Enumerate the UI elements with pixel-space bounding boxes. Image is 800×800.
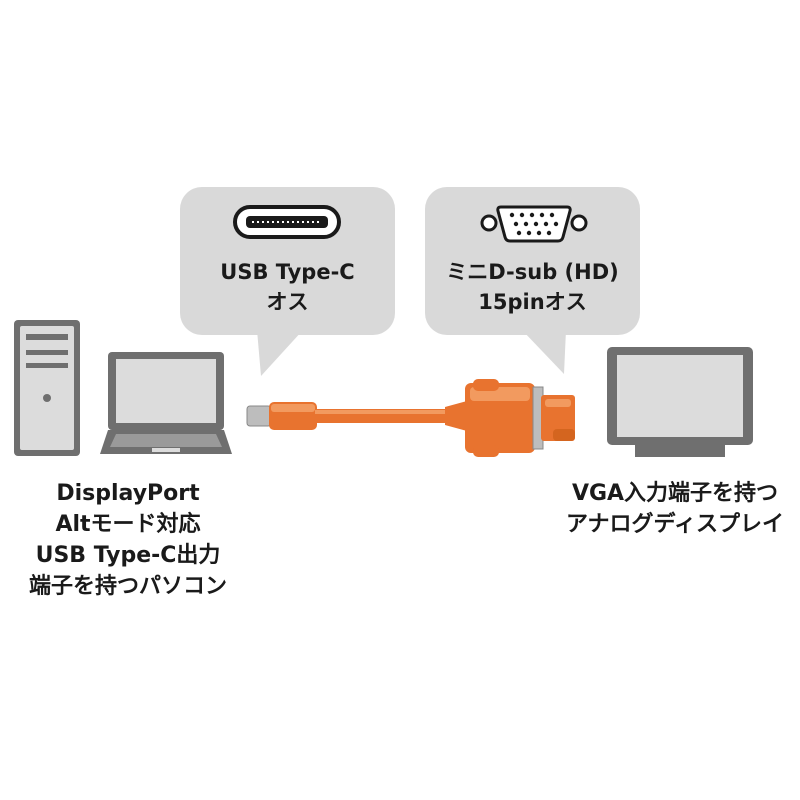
usb-c-label-line1: USB Type-C — [220, 260, 355, 284]
pc-caption-line4: 端子を持つパソコン — [28, 574, 227, 599]
pc-caption-line3: USB Type-C出力 — [35, 543, 221, 568]
display-caption-line2: アナログディスプレイ — [565, 512, 785, 537]
vga-callout-tail — [522, 330, 566, 374]
usb-c-plug-metal — [246, 405, 272, 427]
desktop-tower-icon — [14, 320, 80, 456]
laptop-icon — [100, 352, 232, 454]
cable — [246, 379, 575, 457]
display-caption: VGA入力端子を持つ アナログディスプレイ — [550, 478, 800, 540]
monitor-icon — [607, 347, 753, 457]
usb-c-label-line2: オス — [266, 290, 309, 314]
vga-label-line2: 15pinオス — [478, 290, 587, 314]
vga-callout: ミニD-sub (HD) 15pinオス — [425, 187, 640, 335]
display-caption-line1: VGA入力端子を持つ — [571, 481, 779, 506]
usb-c-callout: USB Type-C オス — [180, 187, 395, 335]
usb-c-callout-tail — [257, 330, 303, 376]
usb-c-port-icon — [233, 205, 341, 239]
pc-caption-line1: DisplayPort — [56, 481, 200, 506]
pc-caption-line2: Altモード対応 — [55, 512, 201, 537]
pc-caption: DisplayPort Altモード対応 USB Type-C出力 端子を持つパ… — [0, 478, 256, 602]
vga-label-line1: ミニD-sub (HD) — [446, 260, 619, 284]
vga-port-icon — [480, 205, 588, 243]
